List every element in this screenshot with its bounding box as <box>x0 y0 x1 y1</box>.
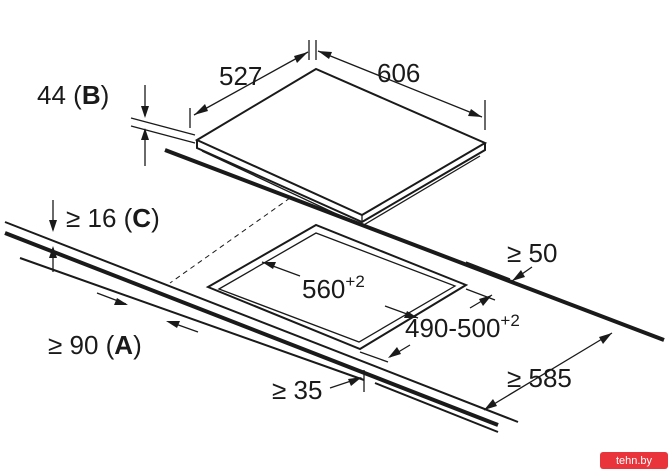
worktop-bottom-edge <box>19 257 365 381</box>
hob-alignment-dashed-line <box>169 197 291 284</box>
dimension-c-letter: C <box>132 203 151 233</box>
dimension-50: ≥ 50 <box>465 238 557 282</box>
dimension-50-label: ≥ 50 <box>507 238 557 268</box>
worktop-rear-edge <box>164 148 665 342</box>
worktop-front-edge <box>4 231 499 427</box>
dimension-90-a: ≥ 90 (A) <box>48 292 199 360</box>
dimension-560-value: 560 <box>302 274 345 304</box>
dimension-585-line <box>483 332 613 411</box>
dimension-16-c: ≥ 16 (C) <box>49 200 160 272</box>
dimension-35-label: ≥ 35 <box>272 375 322 405</box>
cutout-outer <box>205 223 469 351</box>
dimension-606-line <box>317 50 483 118</box>
cutout-inner <box>217 232 457 343</box>
dimension-560-tolerance: +2 <box>345 272 364 291</box>
dimension-527-line <box>193 51 309 116</box>
dimension-90-a-label: ≥ 90 (A) <box>48 330 142 360</box>
dimension-35: ≥ 35 <box>272 370 365 405</box>
dimension-527-label: 527 <box>219 61 262 91</box>
worktop-top-front-edge <box>4 221 519 423</box>
dimension-490-500-tolerance: +2 <box>500 311 519 330</box>
dimension-16-close: ) <box>151 203 160 233</box>
dimension-606: 606 <box>315 40 486 130</box>
dimension-527: 527 <box>189 40 310 128</box>
dimension-490-500-value: 490-500 <box>405 313 500 343</box>
dimension-490-500-label: 490-500+2 <box>405 311 520 343</box>
dimension-560: 560+2 <box>261 261 419 319</box>
dimension-90-close: ) <box>133 330 142 360</box>
watermark-text: tehn.by <box>616 455 653 467</box>
dimension-606-label: 606 <box>377 58 420 88</box>
dimension-44-close: ) <box>101 80 110 110</box>
dimension-490-500: 490-500+2 <box>359 288 520 363</box>
dimension-90-value: ≥ 90 ( <box>48 330 115 360</box>
worktop <box>4 148 665 433</box>
watermark: tehn.by <box>600 452 668 469</box>
dimension-44-value: 44 ( <box>37 80 82 110</box>
dimension-585-label: ≥ 585 <box>507 363 572 393</box>
dimension-b-letter: B <box>82 80 101 110</box>
dimension-560-label: 560+2 <box>302 272 365 304</box>
dimension-a-letter: A <box>114 330 133 360</box>
worktop-bottom-edge-right <box>374 382 499 433</box>
dimension-16-value: ≥ 16 ( <box>66 203 133 233</box>
dimension-44-b-label: 44 (B) <box>37 80 109 110</box>
cutout <box>205 223 469 351</box>
hob-appliance <box>194 67 488 227</box>
watermark-badge <box>600 452 668 469</box>
dimension-585: ≥ 585 <box>483 332 613 411</box>
dimension-44-b: 44 (B) <box>37 80 196 166</box>
hob-base-edge <box>196 140 486 224</box>
dimension-16-c-label: ≥ 16 (C) <box>66 203 160 233</box>
